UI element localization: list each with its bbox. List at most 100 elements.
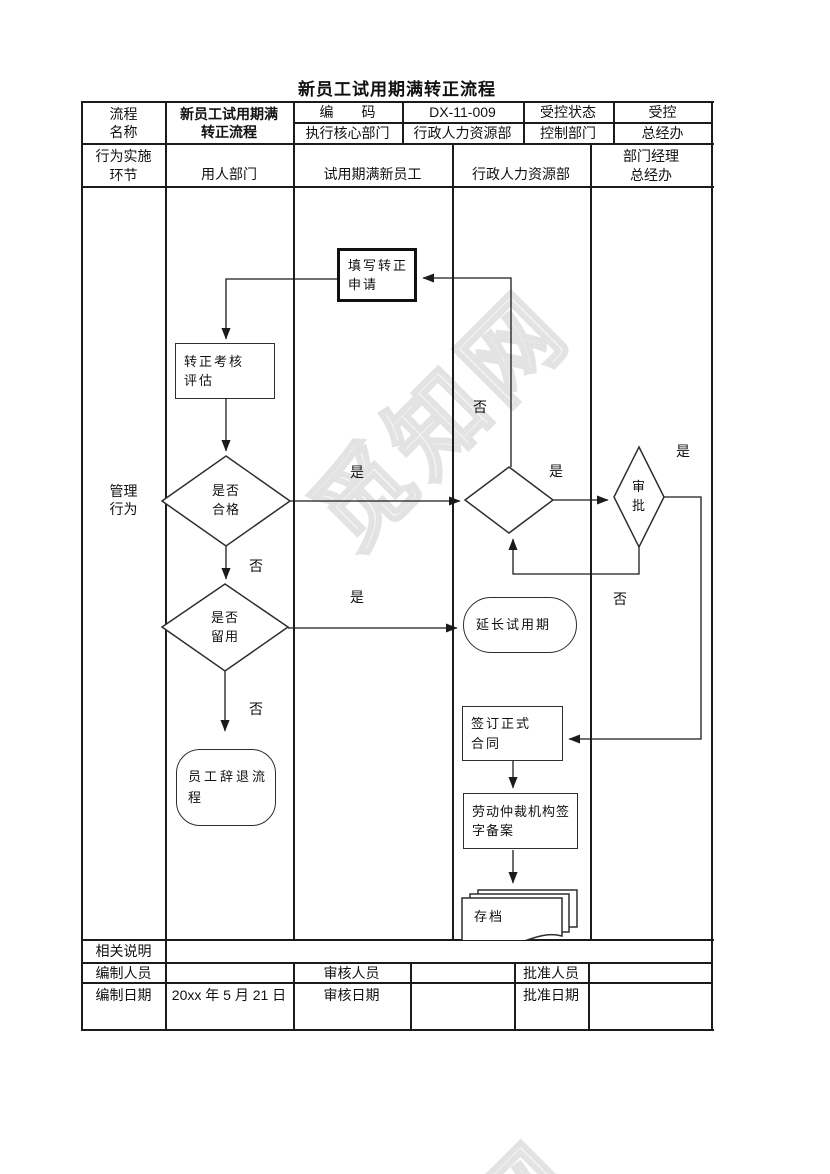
author-label: 编制人员 — [95, 964, 152, 981]
lane-header-managers-line2: 总经办 — [630, 166, 672, 183]
decision-approve-shape — [613, 445, 665, 549]
code-value: DX-11-009 — [429, 104, 496, 121]
decision-qualified-line2: 合格 — [211, 502, 240, 517]
node-extend-probation: 延长试用期 — [463, 597, 577, 653]
branch-label-no-retain: 否 — [249, 701, 263, 717]
code-label: 编 码 — [319, 104, 376, 121]
grid-line — [410, 962, 412, 1030]
node-dismissal-text: 员工辞退流程 — [188, 768, 269, 805]
author-date-value: 20xx 年 5 月 21 日 — [171, 987, 287, 1003]
decision-retain-label: 是否 留用 — [162, 584, 288, 671]
core-dept-value: 行政人力资源部 — [413, 125, 512, 142]
notes-label: 相关说明 — [95, 943, 152, 960]
decision-retain-line1: 是否 — [210, 609, 239, 625]
decision-retain-shape — [160, 583, 290, 672]
controlled-state-label: 受控状态 — [540, 104, 596, 121]
process-name-value-line2: 转正流程 — [201, 124, 257, 140]
grid-line — [82, 982, 712, 984]
lane-row-label-line1: 行为实施 — [95, 148, 152, 165]
grid-line — [165, 101, 167, 1031]
branch-label-yes-retain: 是 — [350, 589, 364, 605]
process-name-value: 新员工试用期满 转正流程 — [165, 102, 293, 144]
lane-header-managers-line1: 部门经理 — [623, 148, 679, 165]
flowchart-connectors — [160, 273, 702, 940]
connector-approve-no-loop — [508, 538, 640, 575]
core-dept-label: 执行核心部门 — [305, 125, 390, 142]
grid-line — [293, 962, 295, 1030]
grid-line — [82, 143, 714, 145]
node-extend-probation-text: 延长试用期 — [476, 617, 552, 633]
approver-label: 批准人员 — [523, 964, 579, 981]
controlled-state-value: 受控 — [648, 104, 677, 121]
node-arbitration-line1: 劳动仲裁机构签 — [472, 803, 571, 819]
node-fill-application-line1: 填写转正 — [348, 257, 409, 273]
lane-header-employing-dept: 用人部门 — [201, 165, 257, 182]
branch-label-no-approve: 否 — [613, 591, 627, 607]
connector-fill-to-eval — [221, 278, 337, 340]
node-arbitration: 劳动仲裁机构签 字备案 — [463, 793, 578, 849]
grid-line — [82, 939, 714, 941]
grid-line — [81, 101, 83, 1031]
decision-empty-shape — [463, 466, 555, 534]
process-name-value-line1: 新员工试用期满 — [180, 105, 278, 122]
grid-line — [402, 101, 404, 144]
grid-line — [613, 101, 615, 144]
grid-line — [711, 101, 713, 1031]
grid-line — [293, 122, 712, 124]
grid-line — [293, 101, 295, 941]
node-sign-contract-line2: 合同 — [471, 735, 502, 751]
side-label-line1: 管理 — [109, 482, 138, 499]
lane-row-label: 行为实施 环节 — [82, 144, 165, 187]
grid-line — [82, 186, 714, 188]
grid-line — [82, 101, 714, 103]
process-name-label-line1: 流程 — [109, 105, 138, 122]
grid-line — [523, 101, 525, 144]
grid-line — [590, 143, 592, 941]
grid-line — [588, 962, 590, 1030]
lane-header-hr-dept: 行政人力资源部 — [472, 165, 570, 182]
author-date-label: 编制日期 — [95, 987, 152, 1003]
process-name-label-line2: 名称 — [109, 124, 138, 140]
branch-label-yes-check: 是 — [549, 463, 563, 479]
node-archive-label: 存档 — [474, 909, 505, 924]
decision-approve-line2: 批 — [631, 498, 646, 513]
branch-label-yes-qualified: 是 — [350, 464, 364, 480]
lane-header-managers: 部门经理 总经办 — [590, 144, 712, 187]
reviewer-label: 审核人员 — [323, 964, 380, 981]
node-arbitration-line2: 字备案 — [472, 823, 515, 838]
watermark-bottom: 觅知网 — [265, 1085, 626, 1174]
branch-label-yes-approve: 是 — [676, 443, 690, 459]
node-sign-contract-line1: 签订正式 — [471, 716, 532, 731]
decision-retain-line2: 留用 — [210, 628, 239, 644]
node-dismissal: 员工辞退流程 — [176, 749, 276, 826]
control-dept-label: 控制部门 — [540, 125, 596, 142]
connector-check-no-loop — [422, 273, 512, 467]
decision-approve-label: 审 批 — [614, 447, 664, 547]
grid-line — [514, 962, 516, 1030]
grid-line — [82, 1029, 714, 1031]
page-title: 新员工试用期满转正流程 — [298, 80, 496, 99]
decision-qualified-shape — [160, 455, 292, 547]
side-label-line2: 行为 — [109, 501, 138, 517]
grid-line — [452, 143, 454, 941]
node-evaluation: 转正考核 评估 — [175, 343, 275, 399]
lane-header-new-employee: 试用期满新员工 — [323, 165, 422, 182]
decision-approve-line1: 审 — [631, 479, 646, 495]
node-evaluation-line1: 转正考核 — [184, 353, 245, 369]
node-fill-application: 填写转正 申请 — [337, 248, 417, 302]
approve-date-label: 批准日期 — [523, 987, 579, 1003]
process-name-label: 流程 名称 — [82, 102, 165, 144]
grid-line — [82, 962, 712, 964]
connector-approve-yes — [568, 496, 702, 744]
archive-page-front — [461, 897, 563, 940]
review-date-label: 审核日期 — [323, 987, 380, 1003]
node-fill-application-line2: 申请 — [348, 277, 379, 292]
node-evaluation-line2: 评估 — [184, 373, 215, 388]
lane-row-label-line2: 环节 — [109, 166, 138, 183]
control-dept-value: 总经办 — [641, 125, 684, 142]
decision-qualified-line1: 是否 — [211, 483, 240, 499]
branch-label-no-check: 否 — [473, 399, 487, 415]
decision-qualified-label: 是否 合格 — [162, 456, 290, 546]
side-label-management: 管理 行为 — [82, 474, 165, 526]
